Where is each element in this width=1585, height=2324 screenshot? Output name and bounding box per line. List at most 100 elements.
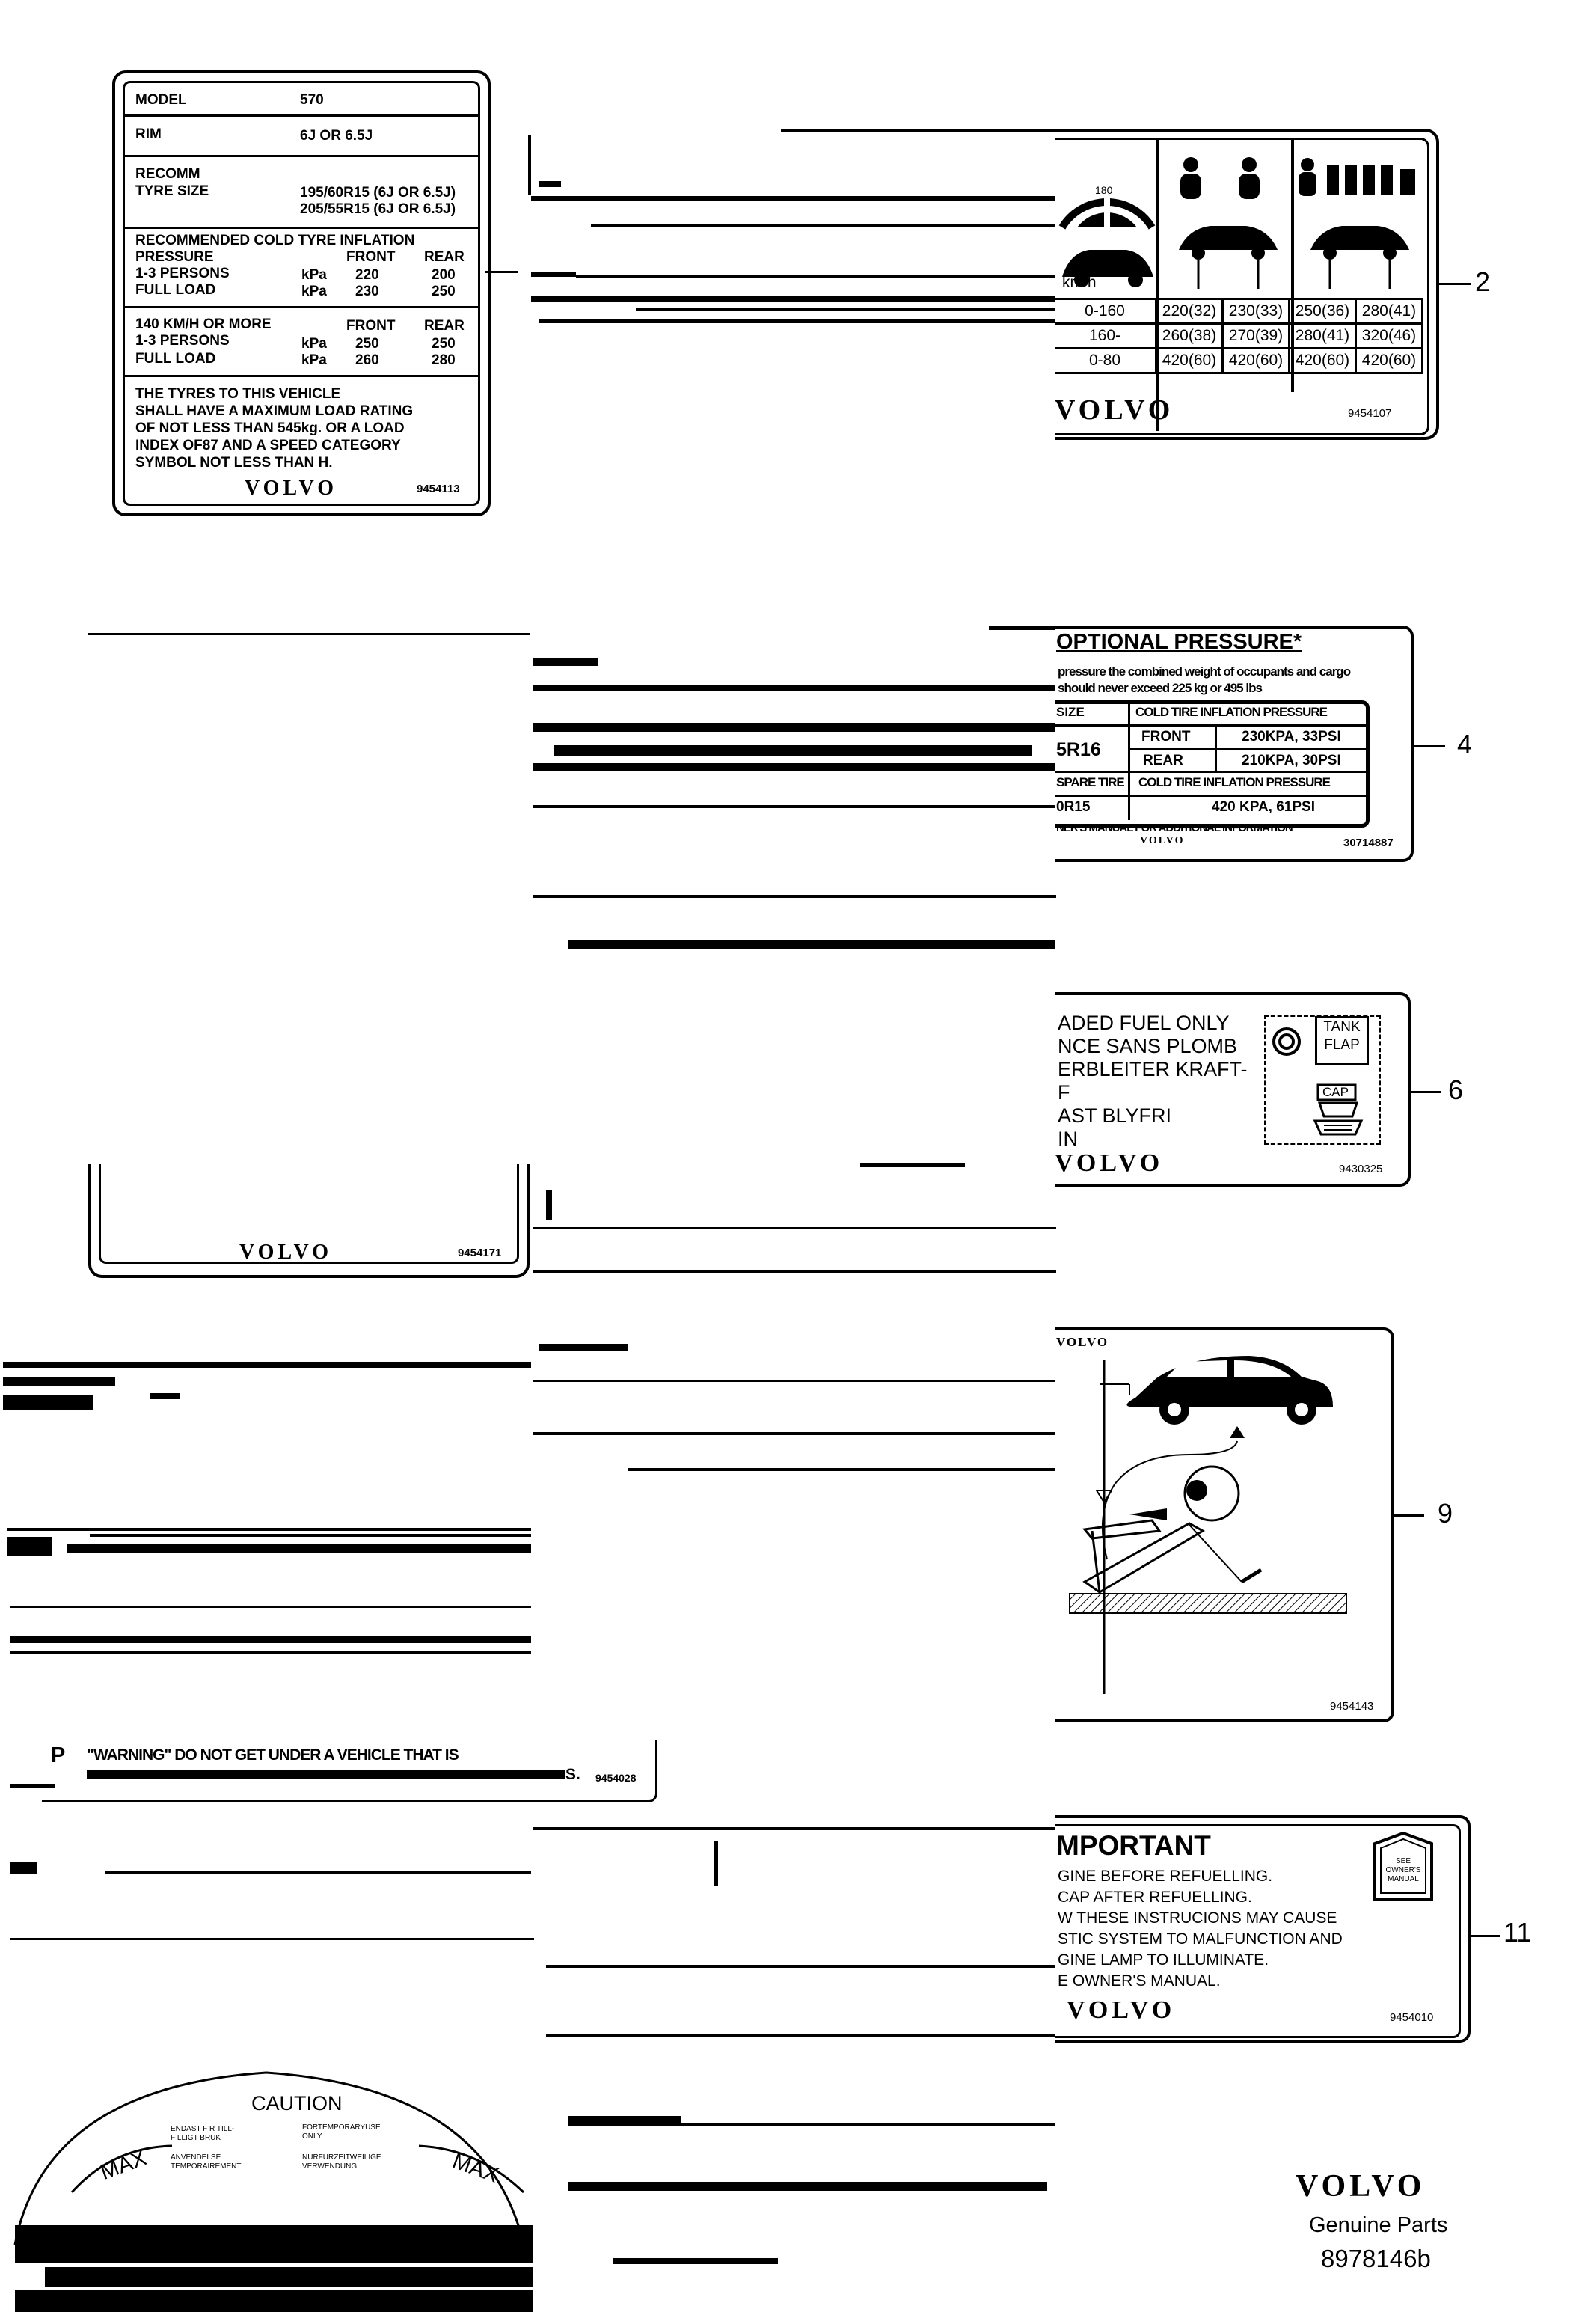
part-number: 9454028 — [595, 1772, 637, 1784]
important-line: STIC SYSTEM TO MALFUNCTION AND — [1058, 1930, 1343, 1948]
table-cell: 270(39) — [1221, 322, 1290, 349]
important-line: CAP AFTER REFUELLING. — [1058, 1889, 1252, 1906]
caution-text-1: ENDAST F R TILL- F LLIGT BRUK — [171, 2125, 235, 2142]
size-header: SIZE — [1056, 705, 1085, 719]
warning-text: "WARNING" DO NOT GET UNDER A VEHICLE THA… — [87, 1746, 459, 1764]
table-row: 160- 260(38) 270(39) 280(41) 320(46) — [1055, 322, 1423, 349]
table-cell: 230(33) — [1221, 298, 1290, 325]
tyre-size: 5R16 — [1056, 739, 1101, 760]
table-cell: 280(41) — [1355, 298, 1423, 325]
row-a1-front: 220 — [355, 267, 379, 283]
important-line: GINE BEFORE REFUELLING. — [1058, 1868, 1273, 1885]
jack-diagram — [1069, 1356, 1347, 1694]
row-b2-rear: 280 — [432, 352, 456, 368]
model-value: 570 — [300, 92, 324, 108]
volvo-logo: VOLVO — [1055, 1149, 1164, 1177]
volvo-logo: VOLVO — [1140, 835, 1185, 846]
rear-label: REAR — [1143, 753, 1183, 768]
rear-header: REAR — [424, 249, 465, 265]
row-a1-rear: 200 — [432, 267, 456, 283]
part-number: 9454171 — [458, 1247, 502, 1259]
table-cell: 0-80 — [1055, 347, 1157, 374]
fuel-text: ADED FUEL ONLY NCE SANS PLOMB ERBLEITER … — [1058, 1012, 1248, 1151]
important-line: GINE LAMP TO ILLUMINATE. — [1058, 1951, 1269, 1969]
caution-label: CAUTION ENDAST F R TILL- F LLIGT BRUK FO… — [0, 2065, 533, 2324]
unleaded-fuel-label-6: ADED FUEL ONLY NCE SANS PLOMB ERBLEITER … — [1055, 992, 1411, 1187]
important-title: MPORTANT — [1056, 1830, 1211, 1861]
table-cell: 420(60) — [1355, 347, 1423, 374]
caution-text-4: NURFURZEITWEILIGE VERWENDUNG — [302, 2153, 381, 2171]
part-number: 9430325 — [1339, 1163, 1383, 1175]
fuel-line: AST BLYFRI — [1058, 1104, 1172, 1127]
table-cell: 250(36) — [1288, 298, 1357, 325]
front-header-2: FRONT — [346, 318, 396, 334]
optional-line-2: should never exceed 225 kg or 495 lbs — [1058, 681, 1263, 695]
speed-unit: km/h — [1062, 274, 1097, 291]
warning-tail: S. — [565, 1766, 580, 1783]
caution-title: CAUTION — [251, 2092, 343, 2114]
caution-arc-shape — [13, 2071, 533, 2312]
caution-text-2: FORTEMPORARYUSE ONLY — [302, 2123, 381, 2141]
part-number: 9454113 — [417, 483, 460, 495]
fuel-cap-icon — [1313, 1083, 1364, 1136]
row-a2-front: 230 — [355, 284, 379, 299]
part-number: 30714887 — [1343, 837, 1394, 849]
callout-11: 11 — [1503, 1917, 1532, 1948]
fuel-line: IN — [1058, 1128, 1078, 1150]
tyre-label-1-inner: MODEL 570 RIM 6J OR 6.5J RECOMM TYRE SIZ… — [123, 81, 480, 506]
volvo-logo: VOLVO — [245, 477, 337, 500]
load-notice: THE TYRES TO THIS VEHICLE SHALL HAVE A M… — [135, 386, 414, 471]
callout-2: 2 — [1475, 266, 1491, 297]
caution-text-3: ANVENDELSE TEMPORAIREMENT — [171, 2153, 242, 2171]
table-cell: 160- — [1055, 322, 1157, 349]
front-header: FRONT — [346, 249, 396, 265]
table-cell: 320(46) — [1355, 322, 1423, 349]
important-text: GINE BEFORE REFUELLING. CAP AFTER REFUEL… — [1058, 1866, 1343, 1992]
tank-text: TANK — [1323, 1019, 1361, 1035]
warning-letter: P — [51, 1743, 66, 1767]
leader-line-11 — [1468, 1935, 1500, 1937]
table-cell: 220(32) — [1155, 298, 1224, 325]
row-b1-unit: kPa — [301, 336, 327, 352]
row-b2-key: FULL LOAD — [135, 351, 216, 367]
rim-value: 6J OR 6.5J — [300, 128, 373, 144]
row-b2-front: 260 — [355, 352, 379, 368]
tank-flap-box: TANK FLAP — [1315, 1016, 1369, 1065]
row-a2-unit: kPa — [301, 284, 327, 299]
tyre-label-1: MODEL 570 RIM 6J OR 6.5J RECOMM TYRE SIZ… — [112, 70, 491, 516]
table-cell: 260(38) — [1155, 322, 1224, 349]
leader-line-2 — [1436, 283, 1471, 285]
rear-value: 210KPA, 30PSI — [1242, 753, 1341, 768]
flap-text: FLAP — [1324, 1037, 1360, 1053]
manual-book-icon — [1373, 1832, 1433, 1901]
leader-line-1 — [485, 271, 518, 273]
spare-cold-header: COLD TIRE INFLATION PRESSURE — [1138, 775, 1331, 789]
volvo-logo: VOLVO — [239, 1241, 332, 1264]
manual-footer: NER'S MANUAL FOR ADDITIONAL INFORMATION — [1056, 822, 1293, 834]
spare-size: 0R15 — [1056, 799, 1091, 815]
front-label: FRONT — [1141, 729, 1191, 744]
optional-line-1: pressure the combined weight of occupant… — [1058, 664, 1351, 679]
volvo-label-partial: VOLVO 9454171 — [88, 1164, 530, 1278]
optional-title-text: OPTIONAL PRESSURE — [1056, 630, 1293, 654]
callout-9: 9 — [1438, 1498, 1453, 1529]
part-number: 9454107 — [1348, 407, 1392, 420]
manual-badge-text: SEE OWNER'S MANUAL — [1385, 1857, 1421, 1883]
leader-line-9 — [1391, 1514, 1424, 1517]
speed-label: 140 KM/H OR MORE — [135, 317, 272, 332]
fuel-line: ADED FUEL ONLY — [1058, 1012, 1230, 1034]
leader-line-4 — [1412, 745, 1445, 747]
volvo-logo: VOLVO — [1056, 1335, 1109, 1349]
important-label-11: MPORTANT GINE BEFORE REFUELLING. CAP AFT… — [1055, 1815, 1471, 2043]
part-number: 9454143 — [1330, 1700, 1374, 1713]
tyre-size-1: 195/60R15 (6J OR 6.5J) — [300, 185, 456, 201]
table-cell: 420(60) — [1288, 347, 1357, 374]
row-a1-key: 1-3 PERSONS — [135, 266, 230, 281]
tyre-pressure-label-2: 180 km/h 0-160 220(32) 230(33) 250(36) 2… — [1055, 129, 1439, 440]
jack-label-9: VOLVO 9454143 — [1055, 1327, 1394, 1722]
full-load-car-icon — [1299, 158, 1415, 289]
row-b1-rear: 250 — [432, 336, 456, 352]
row-b1-front: 250 — [355, 336, 379, 352]
important-line: W THESE INSTRUCIONS MAY CAUSE — [1058, 1909, 1337, 1927]
table-cell: 420(60) — [1155, 347, 1224, 374]
